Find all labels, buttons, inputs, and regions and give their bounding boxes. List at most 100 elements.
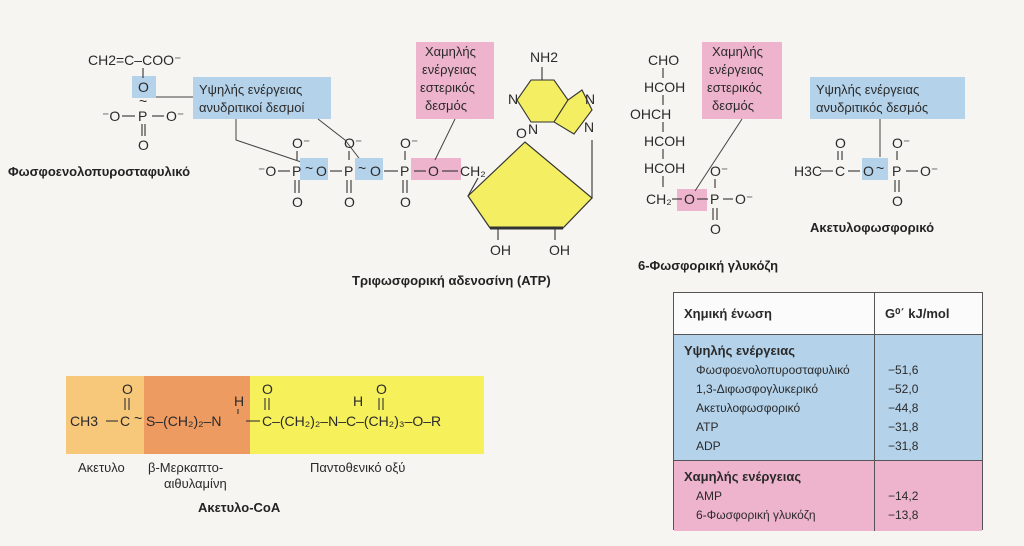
high-energy-section: Υψηλής ενέργειας Φωσφοενολοπυροσταφυλικό… xyxy=(674,335,982,461)
svg-text:εστερικός: εστερικός xyxy=(707,80,762,95)
svg-text:O: O xyxy=(370,163,381,179)
svg-text:O⁻: O⁻ xyxy=(710,163,728,179)
svg-text:HCOH: HCOH xyxy=(644,160,685,176)
table-row: Ακετυλοφωσφορικό−44,8 xyxy=(696,400,919,415)
svg-text:O⁻: O⁻ xyxy=(166,108,184,124)
pep-formula-top: CH2=C–COO⁻ xyxy=(88,52,181,68)
nh2-group: NH2 xyxy=(530,49,558,65)
atp-name: Τριφωσφορική αδενοσίνη (ATP) xyxy=(352,273,551,288)
acp-high-energy-box xyxy=(810,77,965,119)
svg-text:OHCH: OHCH xyxy=(630,106,671,122)
svg-text:O: O xyxy=(292,194,303,210)
svg-text:HCOH: HCOH xyxy=(644,133,685,149)
pep-structure: CH2=C–COO⁻ O ~ ⁻O P O⁻ O xyxy=(88,52,184,153)
acetyl-coa-name: Ακετυλο-CoA xyxy=(198,500,281,515)
acp-name: Ακετυλοφωσφορικό xyxy=(810,220,934,235)
svg-text:O⁻: O⁻ xyxy=(400,135,418,151)
acetyl-region xyxy=(66,376,144,454)
mercapto-region xyxy=(144,376,250,454)
mercapto-label-1: β-Μερκαπτο- xyxy=(148,460,223,475)
svg-text:~: ~ xyxy=(134,410,142,426)
svg-text:P: P xyxy=(344,163,353,179)
svg-text:O: O xyxy=(863,163,874,179)
svg-text:εστερικός: εστερικός xyxy=(420,80,475,95)
svg-text:O: O xyxy=(376,381,387,397)
svg-text:⁻O: ⁻O xyxy=(102,108,120,124)
svg-text:δεσμός: δεσμός xyxy=(712,98,754,113)
table-header: Χημική ένωση G⁰΄ kJ/mol xyxy=(674,293,982,335)
svg-text:O: O xyxy=(835,135,846,151)
svg-text:H: H xyxy=(234,393,244,409)
col-compound-header: Χημική ένωση xyxy=(684,306,772,321)
svg-text:O: O xyxy=(138,137,149,153)
svg-text:C: C xyxy=(835,163,845,179)
svg-text:O: O xyxy=(428,163,439,179)
svg-text:~: ~ xyxy=(139,93,147,109)
svg-text:CHO: CHO xyxy=(648,52,679,68)
svg-text:O⁻: O⁻ xyxy=(344,135,362,151)
svg-text:O: O xyxy=(516,125,527,141)
svg-text:C: C xyxy=(120,413,130,429)
energy-table: Χημική ένωση G⁰΄ kJ/mol Υψηλής ενέργειας… xyxy=(673,292,983,531)
table-row: 6-Φωσφορική γλυκόζη−13,8 xyxy=(696,507,919,522)
svg-text:δεσμός: δεσμός xyxy=(425,98,467,113)
svg-text:H3C: H3C xyxy=(794,163,822,179)
svg-text:CH₂: CH₂ xyxy=(646,191,672,207)
g6p-structure: CHO HCOH OHCH HCOH HCOH CH₂ O P O⁻ O⁻ O xyxy=(630,52,753,237)
svg-text:P: P xyxy=(138,108,147,124)
atp-low-energy-box xyxy=(416,42,494,119)
mercapto-label-2: αιθυλαμίνη xyxy=(164,476,227,491)
svg-text:Χαμηλής: Χαμηλής xyxy=(712,44,763,59)
pantothenic-label: Παντοθενικό οξύ xyxy=(310,460,405,475)
svg-text:O: O xyxy=(710,221,721,237)
ribose-ring xyxy=(467,141,593,229)
svg-text:P: P xyxy=(892,163,901,179)
svg-text:O⁻: O⁻ xyxy=(735,191,753,207)
svg-text:O: O xyxy=(316,163,327,179)
svg-text:O: O xyxy=(400,194,411,210)
svg-text:~: ~ xyxy=(358,160,366,176)
svg-text:~: ~ xyxy=(876,160,884,176)
svg-text:O⁻: O⁻ xyxy=(892,135,910,151)
svg-text:CH3: CH3 xyxy=(70,413,98,429)
svg-text:O⁻: O⁻ xyxy=(292,135,310,151)
acp-structure: H3C C O ~ P O⁻ O O⁻ O xyxy=(794,135,938,209)
atp-structure: ⁻O P ~ O P ~ O P O CH₂ O⁻ O⁻ O⁻ O O O O xyxy=(258,49,595,258)
g6p-name: 6-Φωσφορική γλυκόζη xyxy=(638,258,778,273)
svg-text:O: O xyxy=(684,191,695,207)
svg-text:CH₂: CH₂ xyxy=(460,163,486,179)
svg-text:ανυδριτικός δεσμός: ανυδριτικός δεσμός xyxy=(816,100,928,115)
svg-text:ενέργειας: ενέργειας xyxy=(422,62,476,77)
svg-text:P: P xyxy=(400,163,409,179)
svg-text:Υψηλής ενέργειας: Υψηλής ενέργειας xyxy=(816,82,919,97)
svg-text:N: N xyxy=(585,91,595,107)
svg-text:O: O xyxy=(138,79,149,95)
col-energy-header: G⁰΄ kJ/mol xyxy=(874,293,982,334)
svg-text:P: P xyxy=(710,191,719,207)
svg-text:OH: OH xyxy=(490,242,511,258)
table-row: ADP−31,8 xyxy=(696,438,919,453)
high-energy-title: Υψηλής ενέργειας xyxy=(684,343,796,358)
table-row: AMP−14,2 xyxy=(696,488,919,503)
table-row: ATP−31,8 xyxy=(696,419,919,434)
svg-text:ενέργειας: ενέργειας xyxy=(709,62,763,77)
table-row: 1,3-Διφωσφογλυκερικό−52,0 xyxy=(696,381,919,396)
svg-text:O: O xyxy=(892,193,903,209)
low-energy-section: Χαμηλής ενέργειας AMP−14,2 6-Φωσφορική γ… xyxy=(674,461,982,531)
table-row: Φωσφοενολοπυροσταφυλικό−51,6 xyxy=(696,362,919,377)
svg-text:P: P xyxy=(292,163,301,179)
acetyl-coa-structure: O CH3 C ~ S–(CH₂)₂–N H C–(CH₂)₂–N–C–(CH₂… xyxy=(66,376,484,454)
svg-text:⁻O: ⁻O xyxy=(258,163,276,179)
svg-text:~: ~ xyxy=(305,160,313,176)
svg-text:N: N xyxy=(508,91,518,107)
pep-name: Φωσφοενολοπυροσταφυλικό xyxy=(8,164,190,179)
svg-text:OH: OH xyxy=(549,242,570,258)
svg-text:HCOH: HCOH xyxy=(644,79,685,95)
g6p-low-energy-box xyxy=(702,42,782,119)
acetyl-label: Ακετυλο xyxy=(78,460,125,475)
pep-high-label-2: ανυδριτικοί δεσμοί xyxy=(199,100,305,115)
svg-text:O⁻: O⁻ xyxy=(920,163,938,179)
svg-text:O: O xyxy=(122,381,133,397)
